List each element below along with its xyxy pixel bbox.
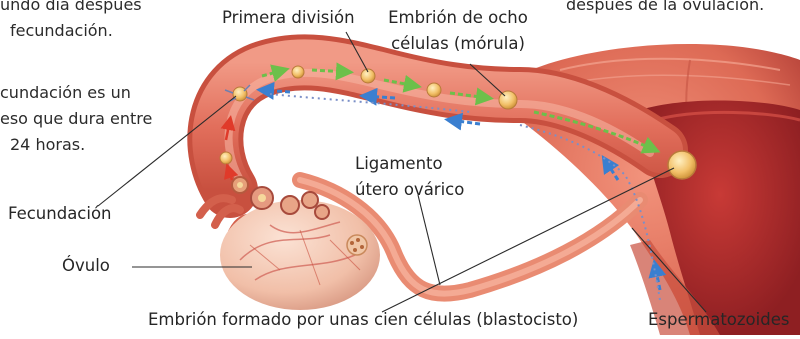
label-ovulo: Óvulo [62, 254, 110, 278]
left-text-line-5: 24 horas. [10, 134, 85, 156]
label-primera-division: Primera división [222, 6, 355, 30]
label-ligamento-line2: útero ovárico [355, 178, 464, 202]
top-right-text: después de la ovulación. [566, 0, 764, 16]
leader-ligamento [418, 195, 440, 285]
label-embrion-ocho-line1: Embrión de ocho [378, 6, 538, 30]
blastocyst [668, 151, 696, 179]
label-blastocisto: Embrión formado por unas cien células (b… [148, 308, 578, 332]
label-embrion-ocho-line2: células (mórula) [378, 32, 538, 56]
label-espermatozoides: Espermatozoides [648, 308, 789, 332]
left-text-line-2: fecundación. [10, 20, 113, 42]
left-text-line-3: cundación es un [0, 82, 131, 104]
left-text-line-1: undo día después [0, 0, 142, 16]
label-ligamento-line1: Ligamento [355, 152, 443, 176]
label-fecundacion: Fecundación [8, 202, 112, 226]
left-text-line-4: eso que dura entre [0, 108, 152, 130]
